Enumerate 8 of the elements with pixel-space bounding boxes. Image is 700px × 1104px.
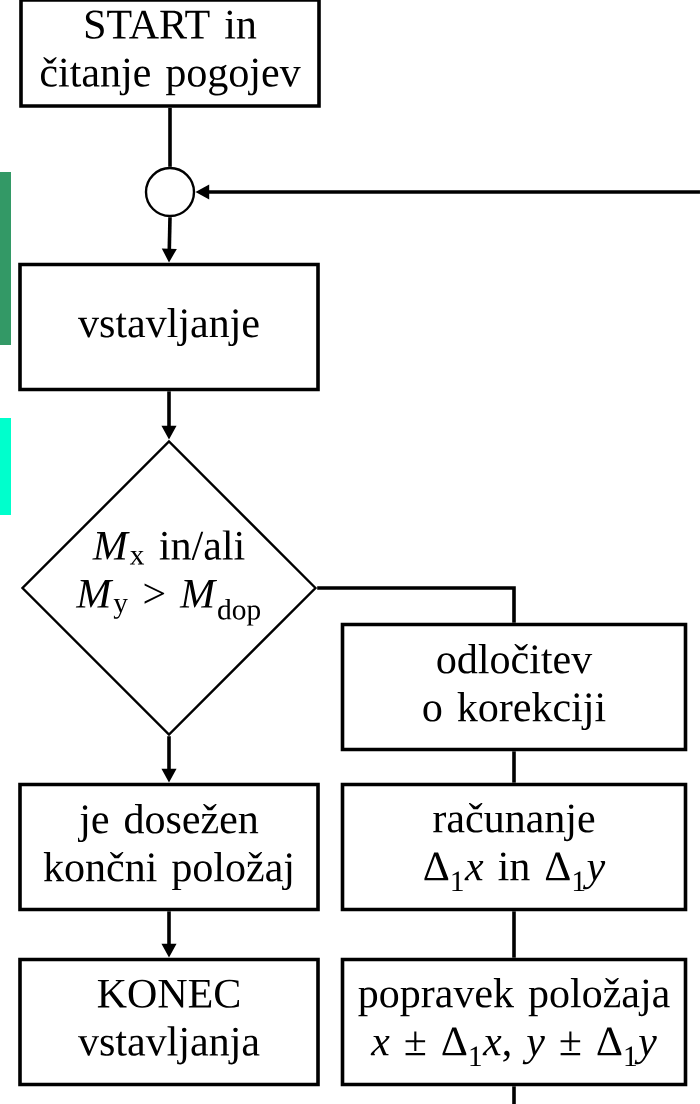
process-box: je dosežen končni položaj [18,782,320,912]
process-box: računanje Δ$_{1}$x in Δ$_{1}$y [340,782,688,912]
process-box: START in čitanje pogojev [19,0,321,108]
connector-circle [144,166,196,218]
process-box: odločitev o korekciji [340,622,688,752]
process-box: popravek položaja x ± Δ$_{1}$x, y ± Δ$_{1}$y [340,957,688,1087]
process-box: KONEC vstavljanja [18,957,320,1087]
process-box: vstavljanje [18,262,320,392]
